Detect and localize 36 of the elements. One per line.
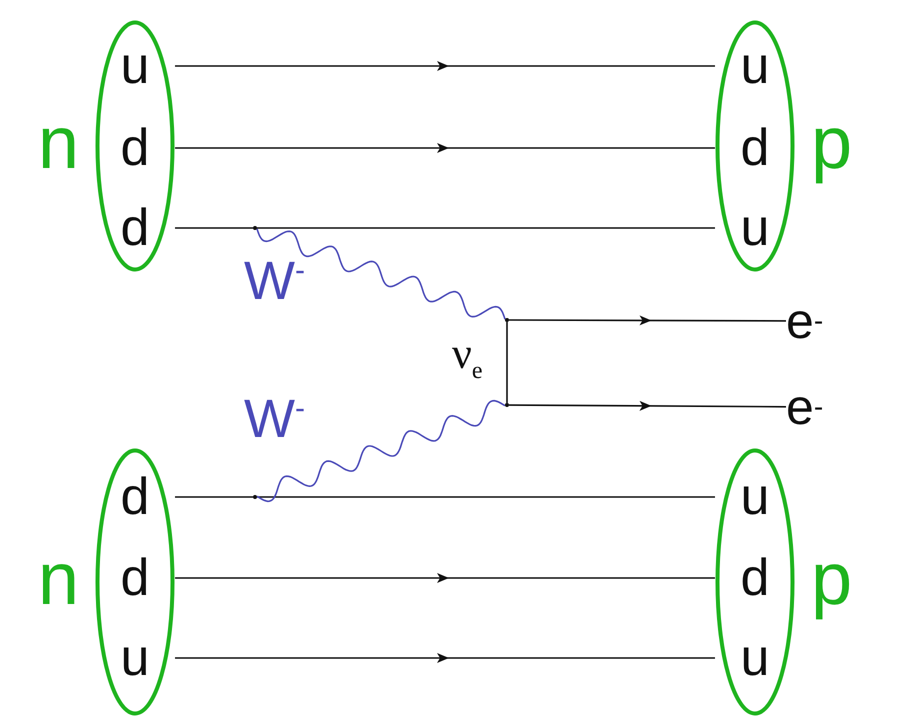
line [175,496,253,498]
quark-label: u [715,469,795,525]
edge-label: ν$_{e}$ [452,332,483,383]
nucleon-label: n [38,542,79,616]
line [257,496,715,498]
arrow [509,400,786,411]
arrow [175,61,715,71]
quark-label: d [95,200,175,256]
quark-label: u [95,630,175,686]
quark-label: d [95,550,175,606]
quark-label: d [95,469,175,525]
quark-label: u [715,200,795,256]
edge-label: W$^{-}$ [244,254,305,308]
vertex-dot [505,403,509,407]
particle-label: e$^{-}$ [786,294,856,348]
quark-label: d [715,120,795,176]
quark-label: u [715,630,795,686]
particle-label: e$^{-}$ [786,380,856,434]
vertex-dot [253,495,257,499]
quark-label: u [95,38,175,94]
wavy-line [256,228,506,320]
arrow [175,143,715,153]
quark-label: d [95,120,175,176]
vertex-dot [253,226,257,230]
line [257,227,715,229]
arrow [175,653,715,663]
quark-label: d [715,550,795,606]
line [175,227,253,229]
quark-label: u [715,38,795,94]
vertex-dot [505,318,509,322]
wavy-line [256,400,506,502]
edge-label: W$^{-}$ [244,392,305,446]
line [506,322,508,403]
nucleon-label: n [38,106,79,180]
arrow [175,573,715,583]
arrow [509,315,786,326]
